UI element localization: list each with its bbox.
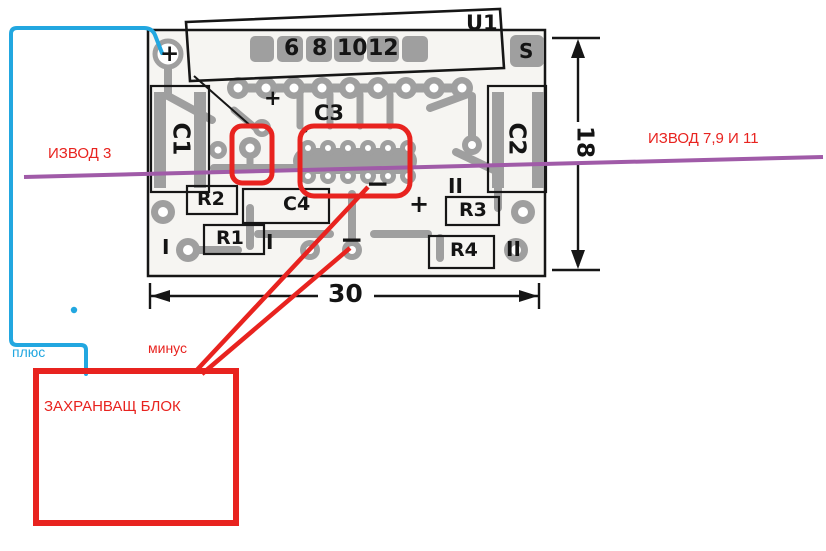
pin3-pointer-line xyxy=(193,75,253,128)
cyan-plus-wire xyxy=(9,26,164,376)
c3-label: C3 xyxy=(314,101,345,125)
dimension-18-arrow xyxy=(552,36,600,272)
power-supply-block-label: ЗАХРАНВАЩ БЛОК xyxy=(44,398,181,415)
minus-wire-label: минус xyxy=(148,340,188,356)
s-pad-label: S xyxy=(519,39,534,63)
c4-outline xyxy=(241,187,331,225)
solder-pads xyxy=(151,38,535,262)
jumper-i-mark-1: I xyxy=(162,235,170,259)
purple-pin-wire xyxy=(23,155,824,179)
component-outlines xyxy=(149,84,548,270)
red-minus-pointer-2 xyxy=(200,246,352,376)
pin-12-label: 12 xyxy=(368,36,399,61)
plus-wire-label: плюс xyxy=(12,344,46,360)
minus-mark-lower: − xyxy=(340,223,364,256)
pin-8-label: 8 xyxy=(312,36,328,61)
c1-label: C1 xyxy=(167,122,194,156)
r1-label: R1 xyxy=(216,227,244,249)
plus-terminal-mark: + xyxy=(160,41,180,67)
pin-10-label: 10 xyxy=(337,36,368,61)
pin-6-label: 6 xyxy=(284,36,300,61)
red-highlight-pin3 xyxy=(229,123,275,186)
pin3-annotation: ИЗВОД 3 xyxy=(48,145,112,162)
r3-label: R3 xyxy=(459,199,487,221)
r1-outline xyxy=(202,223,266,256)
dimension-30-arrow xyxy=(148,283,541,309)
u1-ic-outline xyxy=(184,7,506,83)
c2-outline xyxy=(486,84,548,194)
red-highlight-pins-7-9-11 xyxy=(297,123,413,199)
dimension-height-value: 18 xyxy=(571,125,598,159)
c2-label: C2 xyxy=(503,122,530,156)
c1-outline xyxy=(149,84,211,194)
jumper-ii-mark-2: II xyxy=(506,237,521,261)
u1-label: U1 xyxy=(466,11,498,35)
top-pin-pads xyxy=(250,36,428,62)
r2-label: R2 xyxy=(197,188,225,210)
c4-label: C4 xyxy=(283,193,311,215)
red-minus-pointer-1 xyxy=(193,185,370,374)
minus-mark-upper: − xyxy=(366,167,390,200)
r3-outline xyxy=(444,195,501,227)
r4-outline xyxy=(427,234,496,270)
pins-7-9-11-annotation: ИЗВОД 7,9 И 11 xyxy=(648,130,759,147)
jumper-i-mark-2: I xyxy=(266,230,274,254)
r4-label: R4 xyxy=(450,239,478,261)
power-supply-block-box xyxy=(33,368,239,526)
dimension-width-value: 30 xyxy=(328,279,363,308)
jumper-ii-mark-1: II xyxy=(448,174,463,198)
right-plus-mark: + xyxy=(409,190,430,218)
pcb-board xyxy=(146,7,548,278)
c3-plus-mark: + xyxy=(264,86,282,110)
r2-outline xyxy=(185,184,239,216)
cyan-dot xyxy=(70,306,78,314)
